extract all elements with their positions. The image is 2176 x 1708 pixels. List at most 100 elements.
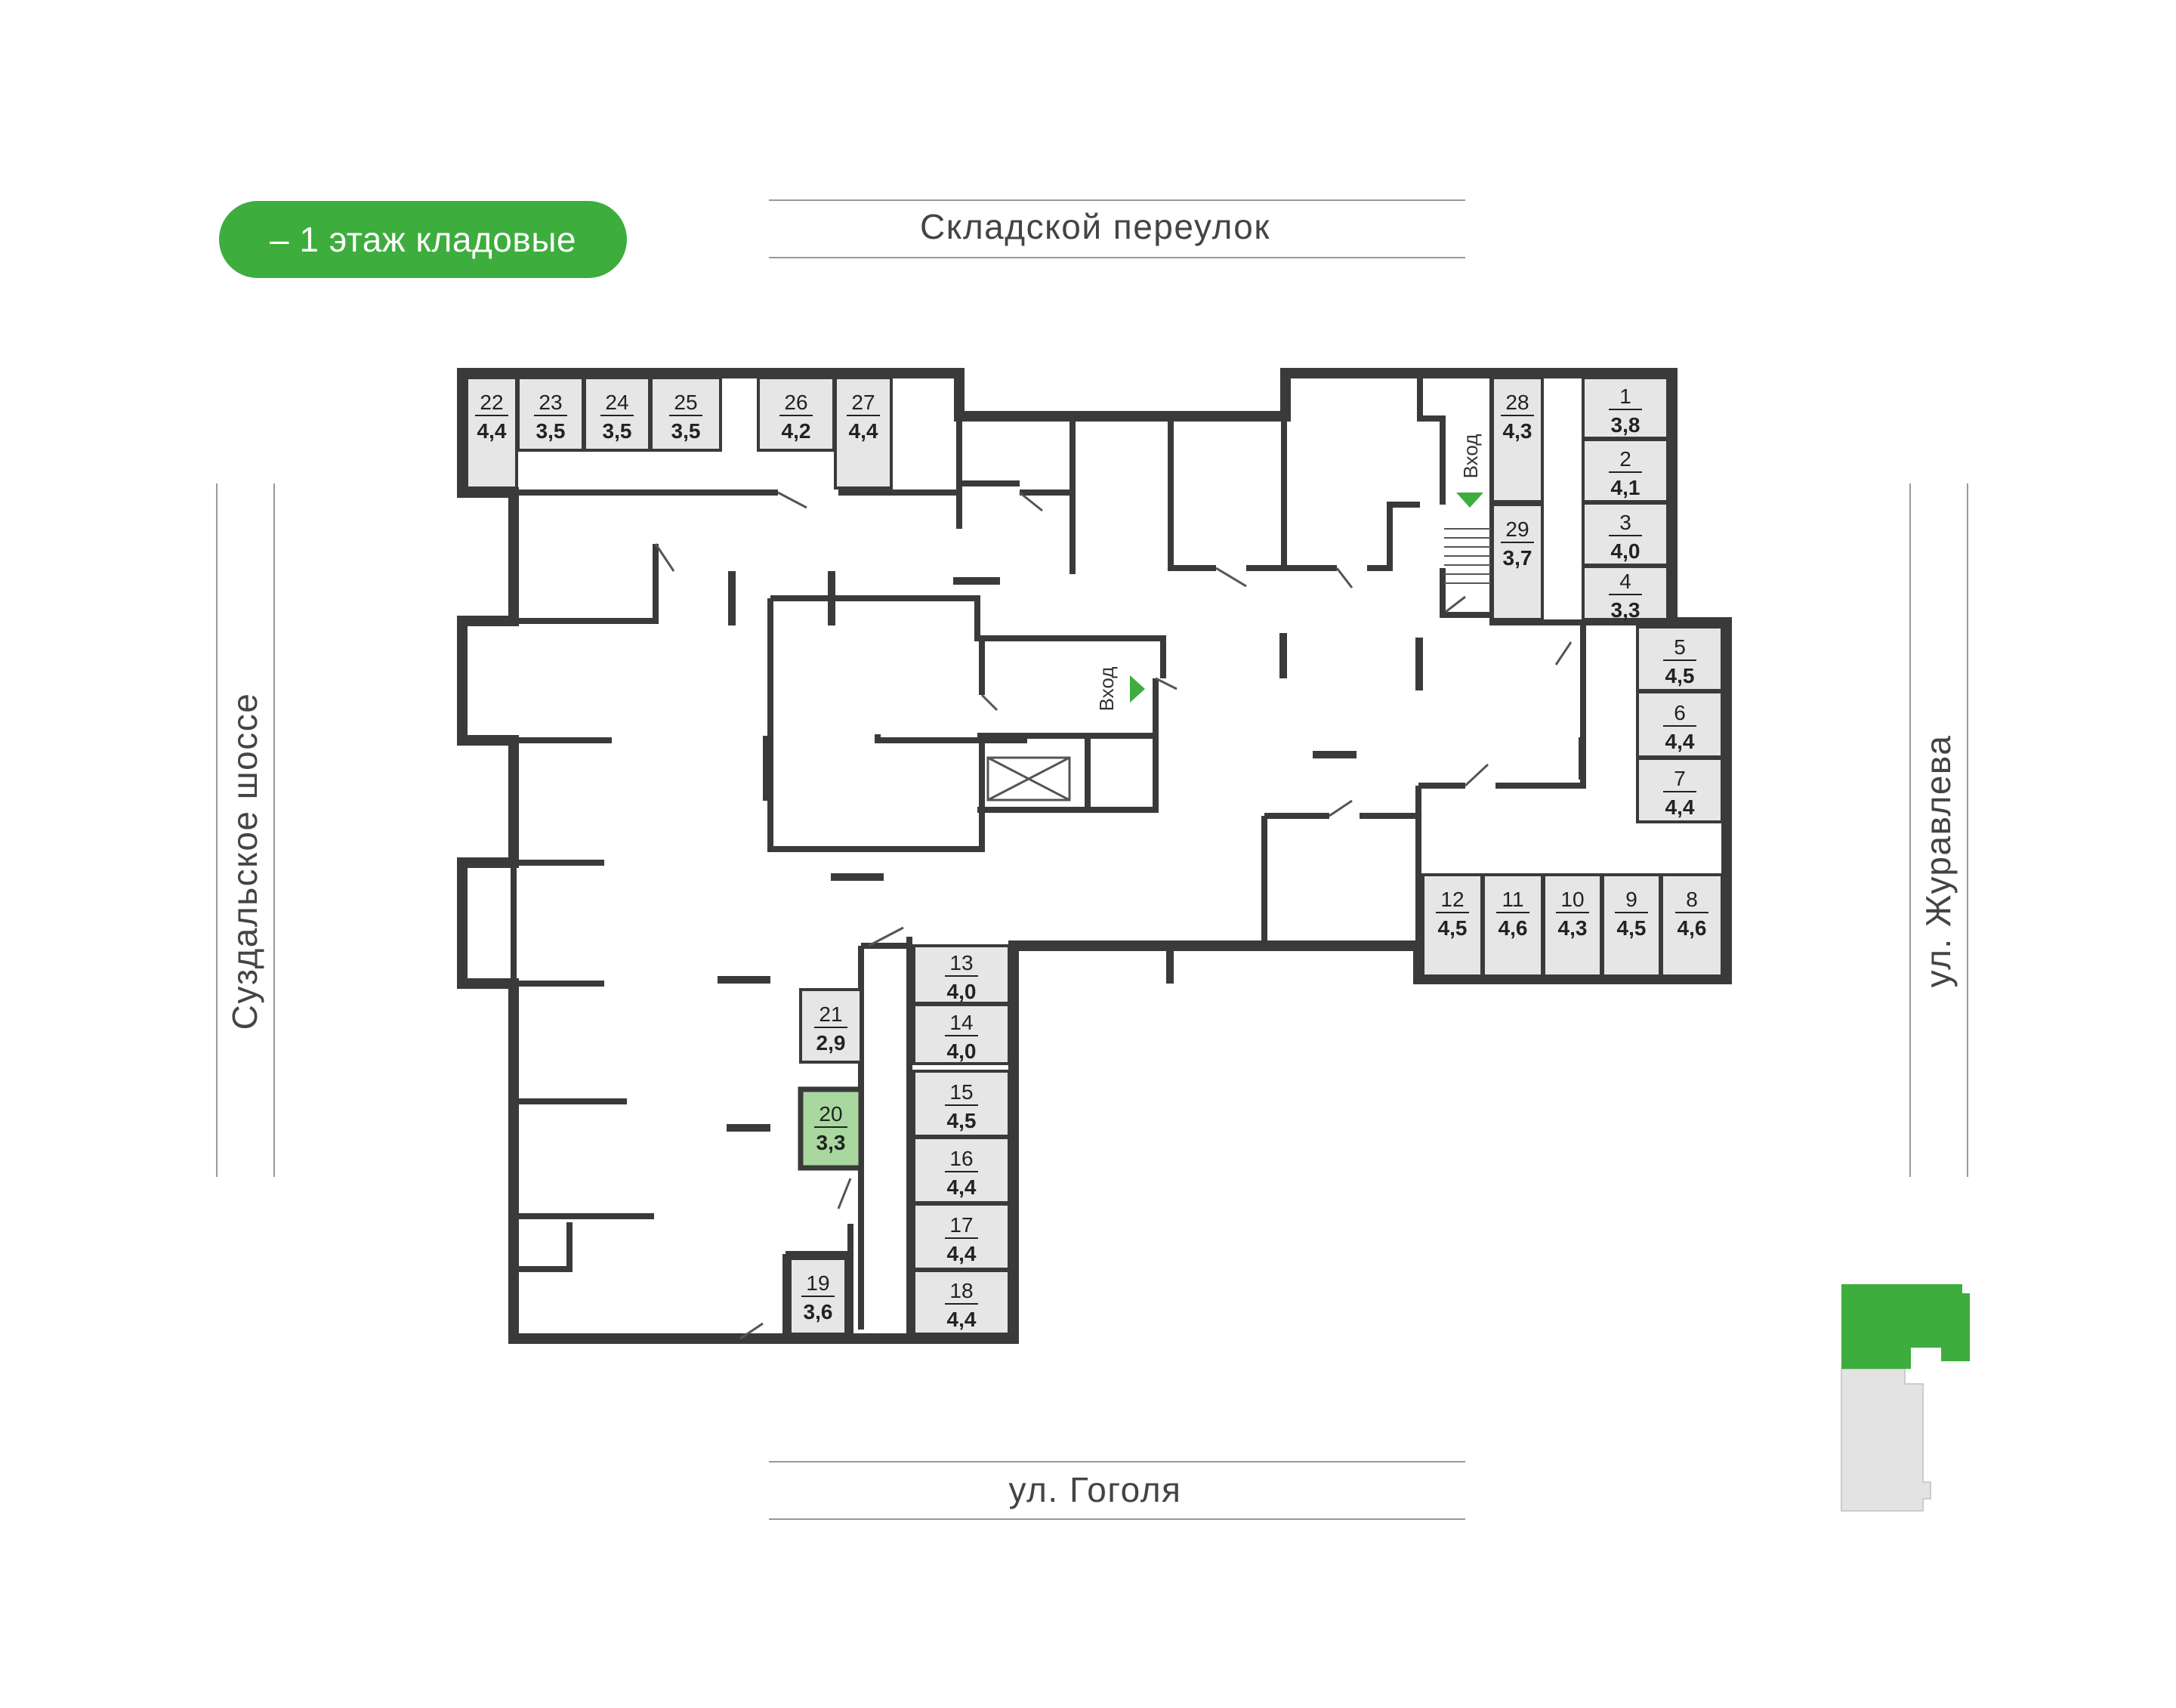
wall [1417, 373, 1446, 505]
storage-room-area: 4,1 [1611, 476, 1640, 499]
storage-room-box[interactable] [1542, 873, 1603, 978]
storage-room-box[interactable] [1491, 376, 1544, 503]
storage-room-22[interactable]: 224,4 [465, 376, 518, 490]
column [1313, 751, 1357, 758]
storage-room-box[interactable] [798, 1086, 864, 1171]
storage-room-number: 11 [1502, 888, 1523, 911]
minimap-other-section [1841, 1368, 1931, 1512]
storage-room-21[interactable]: 212,9 [799, 988, 863, 1064]
storage-room-box[interactable] [757, 376, 835, 452]
storage-room-area: 2,9 [816, 1031, 846, 1055]
storage-room-area: 4,4 [849, 419, 878, 443]
street-label-top: Складской переулок [919, 207, 1271, 246]
storage-room-box[interactable] [1582, 565, 1669, 621]
storage-room-13[interactable]: 134,0 [912, 944, 1011, 1005]
door-swing [1155, 677, 1178, 690]
column [1279, 633, 1287, 678]
entrance-arrow-right [1456, 493, 1483, 508]
storage-room-number: 27 [851, 391, 875, 414]
storage-room-15[interactable]: 154,5 [912, 1070, 1011, 1138]
storage-room-box[interactable] [583, 376, 651, 452]
storage-room-box[interactable] [912, 1070, 1011, 1138]
storage-room-29[interactable]: 293,7 [1491, 503, 1544, 621]
door-swing [739, 1322, 764, 1340]
storage-room-box[interactable] [799, 988, 863, 1064]
storage-room-18[interactable]: 184,4 [912, 1269, 1011, 1336]
storage-room-5[interactable]: 54,5 [1636, 625, 1724, 692]
storage-room-area: 4,0 [947, 980, 977, 1003]
door-swing [1554, 641, 1573, 666]
storage-room-14[interactable]: 144,0 [912, 1003, 1011, 1065]
storage-room-4[interactable]: 43,3 [1582, 565, 1669, 622]
storage-room-3[interactable]: 34,0 [1582, 502, 1669, 567]
column [1166, 947, 1174, 984]
door-swing [654, 543, 675, 572]
wall [1495, 622, 1586, 789]
doors [654, 491, 1573, 1340]
storage-room-number: 13 [949, 951, 973, 974]
storage-room-27[interactable]: 274,4 [834, 376, 893, 490]
storage-room-box[interactable] [1582, 502, 1669, 567]
storage-room-area: 3,8 [1611, 413, 1640, 437]
storage-room-8[interactable]: 84,6 [1660, 873, 1724, 978]
column [727, 1124, 770, 1132]
storage-room-area: 4,4 [947, 1242, 977, 1265]
storage-room-10[interactable]: 104,3 [1542, 873, 1603, 978]
storage-room-number: 24 [605, 391, 628, 414]
storage-room-number: 9 [1625, 888, 1637, 911]
entrance-label-right: Вход [1459, 434, 1482, 479]
storage-room-11[interactable]: 114,6 [1482, 873, 1544, 978]
storage-room-area: 4,0 [947, 1039, 977, 1063]
door-swing [1445, 595, 1466, 613]
storage-room-23[interactable]: 233,5 [517, 376, 585, 452]
storage-room-box[interactable] [1636, 757, 1724, 823]
storage-room-area: 4,4 [947, 1175, 977, 1199]
storage-room-box[interactable] [912, 1269, 1011, 1336]
storage-room-20[interactable]: 203,3 [798, 1086, 864, 1171]
storage-room-box[interactable] [1491, 503, 1544, 621]
door-swing [1329, 799, 1353, 817]
door-swing [868, 926, 904, 947]
entrance-label-center: Вход [1095, 667, 1118, 712]
storage-room-number: 5 [1674, 635, 1686, 659]
storage-room-12[interactable]: 124,5 [1421, 873, 1483, 978]
wall [977, 733, 1159, 813]
storage-room-26[interactable]: 264,2 [757, 376, 835, 452]
wall [770, 595, 1166, 678]
storage-room-28[interactable]: 284,3 [1491, 376, 1544, 503]
storage-room-box[interactable] [834, 376, 893, 490]
storage-room-box[interactable] [1601, 873, 1662, 978]
storage-room-2[interactable]: 24,1 [1582, 438, 1669, 503]
storage-room-1[interactable]: 13,8 [1582, 376, 1669, 440]
storage-room-box[interactable] [1482, 873, 1544, 978]
storage-room-16[interactable]: 164,4 [912, 1136, 1011, 1204]
storage-room-25[interactable]: 253,5 [650, 376, 722, 452]
storage-room-19[interactable]: 193,6 [789, 1257, 847, 1336]
storage-room-6[interactable]: 64,4 [1636, 690, 1724, 758]
storage-room-area: 4,4 [1665, 795, 1695, 819]
storage-room-box[interactable] [1636, 690, 1724, 758]
storage-room-area: 4,5 [1617, 916, 1647, 940]
storage-room-area: 4,4 [477, 419, 507, 443]
wall [1440, 568, 1492, 618]
storage-room-box[interactable] [1582, 438, 1669, 503]
interior-walls [462, 373, 1672, 1342]
storage-room-box[interactable] [650, 376, 722, 452]
column [763, 736, 770, 801]
storage-room-number: 22 [480, 391, 503, 414]
storage-room-17[interactable]: 174,4 [912, 1203, 1011, 1271]
storage-room-number: 10 [1560, 888, 1584, 911]
door-swing [777, 491, 807, 509]
storage-room-box[interactable] [1421, 873, 1483, 978]
storage-room-area: 3,3 [1611, 598, 1640, 622]
elevator [986, 756, 1071, 801]
storage-room-9[interactable]: 94,5 [1601, 873, 1662, 978]
storage-room-24[interactable]: 243,5 [583, 376, 651, 452]
storage-room-box[interactable] [912, 1003, 1011, 1065]
storage-room-number: 2 [1619, 447, 1631, 471]
storage-room-area: 4,4 [1665, 730, 1695, 753]
column [1415, 638, 1423, 690]
street-line [769, 1518, 1465, 1520]
storage-room-7[interactable]: 74,4 [1636, 757, 1724, 823]
